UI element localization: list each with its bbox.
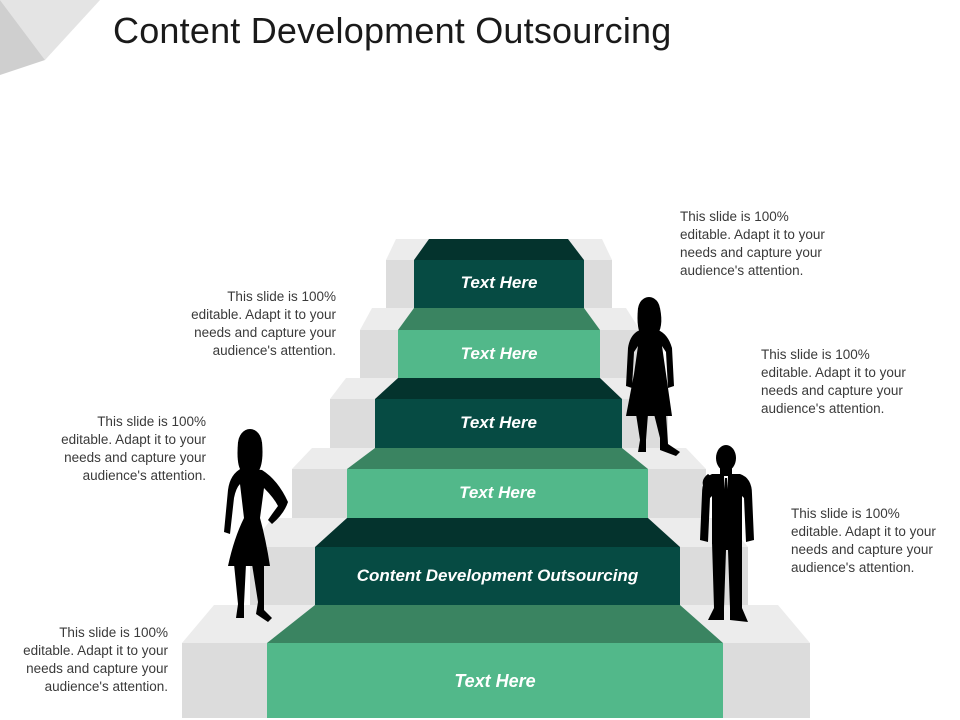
- note-text: This slide is 100% editable. Adapt it to…: [761, 347, 906, 416]
- businessman-phone-silhouette-icon: [700, 445, 754, 622]
- step-label-6: Text Here: [454, 671, 536, 691]
- note-text: This slide is 100% editable. Adapt it to…: [791, 506, 936, 575]
- step-label-3: Text Here: [460, 413, 537, 432]
- step-label-1: Text Here: [460, 273, 538, 292]
- step-label-2: Text Here: [460, 344, 538, 363]
- step-label-4: Text Here: [459, 483, 536, 502]
- step-label-5: Content Development Outsourcing: [356, 566, 639, 585]
- corner-decoration: [0, 0, 100, 75]
- note-text: This slide is 100% editable. Adapt it to…: [680, 209, 825, 278]
- note-text: This slide is 100% editable. Adapt it to…: [23, 625, 168, 694]
- note-text: This slide is 100% editable. Adapt it to…: [191, 289, 336, 358]
- note-text: This slide is 100% editable. Adapt it to…: [61, 414, 206, 483]
- step-treads: [267, 239, 723, 718]
- page-title: Content Development Outsourcing: [113, 10, 672, 51]
- businesswoman-silhouette-icon: [224, 429, 288, 622]
- businesswoman-standing-silhouette-icon: [626, 297, 680, 456]
